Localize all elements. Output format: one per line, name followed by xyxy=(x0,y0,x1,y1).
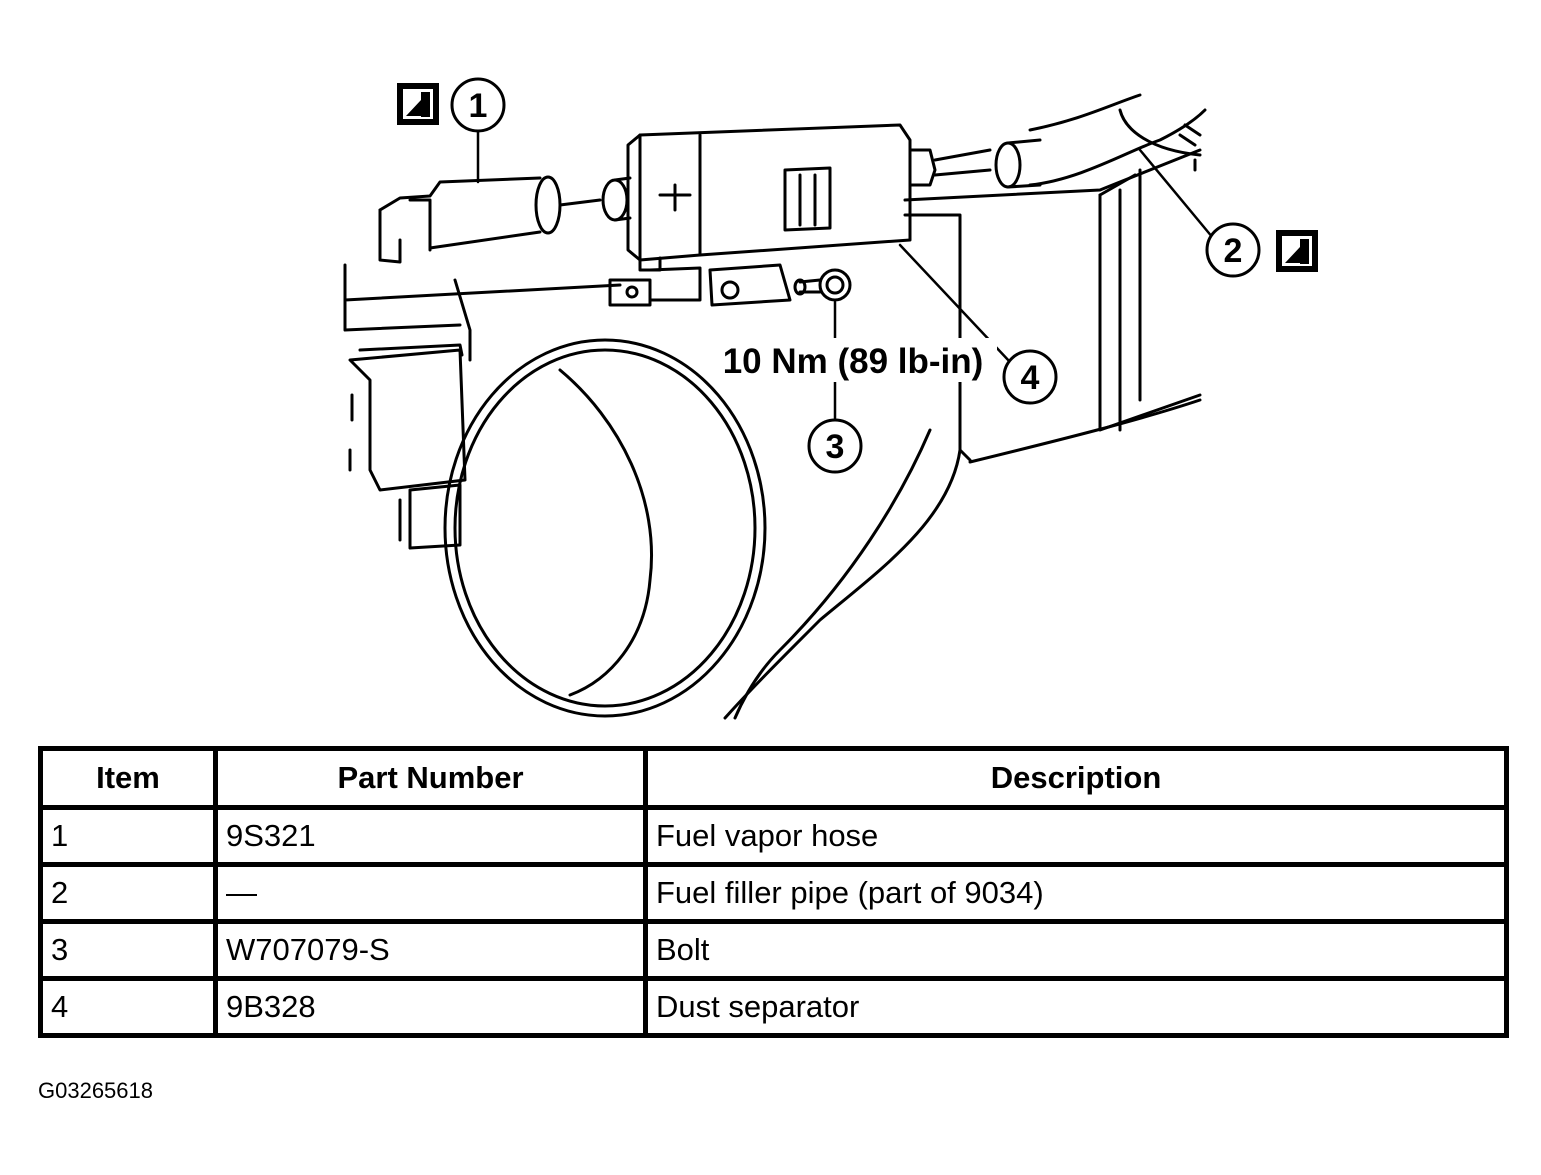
mounting-bracket xyxy=(348,343,467,550)
body-panel xyxy=(343,148,1202,720)
parts-table: Item Part Number Description 1 9S321 Fue… xyxy=(38,746,1509,1038)
fuel-vapor-hose xyxy=(378,175,632,264)
cell-part-number: 9S321 xyxy=(213,805,648,867)
cell-description: Fuel filler pipe (part of 9034) xyxy=(643,862,1509,924)
cell-item: 1 xyxy=(38,805,218,867)
svg-text:2: 2 xyxy=(1224,232,1243,270)
cell-part-number: W707079-S xyxy=(213,919,648,981)
svg-text:3: 3 xyxy=(826,428,845,466)
header-description: Description xyxy=(643,746,1509,810)
dust-separator xyxy=(608,123,992,307)
single-use-part-icon xyxy=(397,83,439,125)
table-row: 2 — Fuel filler pipe (part of 9034) xyxy=(38,862,1509,924)
callout-4: 4 xyxy=(1002,349,1058,405)
fuel-filler-pipe xyxy=(994,93,1207,189)
cell-item: 3 xyxy=(38,919,218,981)
component-diagram: 1 2 3 4 10 Nm (89 lb-in) xyxy=(343,77,1318,720)
bolt xyxy=(793,268,852,302)
table-row: 4 9B328 Dust separator xyxy=(38,976,1509,1038)
cell-part-number: — xyxy=(213,862,648,924)
header-part-number: Part Number xyxy=(213,746,648,810)
callout-2: 2 xyxy=(1205,222,1261,278)
figure-id: G03265618 xyxy=(38,1078,153,1103)
cell-item: 2 xyxy=(38,862,218,924)
single-use-part-icon xyxy=(1276,230,1318,272)
header-item: Item xyxy=(38,746,218,810)
table-header-row: Item Part Number Description xyxy=(38,746,1509,810)
fuel-tank-opening xyxy=(443,338,767,718)
table-row: 1 9S321 Fuel vapor hose xyxy=(38,805,1509,867)
cell-item: 4 xyxy=(38,976,218,1038)
torque-spec-label: 10 Nm (89 lb-in) xyxy=(723,342,984,381)
cell-description: Dust separator xyxy=(643,976,1509,1038)
cell-description: Fuel vapor hose xyxy=(643,805,1509,867)
svg-text:1: 1 xyxy=(469,87,488,125)
cell-description: Bolt xyxy=(643,919,1509,981)
callout-3: 3 xyxy=(807,418,863,474)
callout-1: 1 xyxy=(450,77,506,133)
table-row: 3 W707079-S Bolt xyxy=(38,919,1509,981)
cell-part-number: 9B328 xyxy=(213,976,648,1038)
svg-text:4: 4 xyxy=(1021,359,1040,397)
